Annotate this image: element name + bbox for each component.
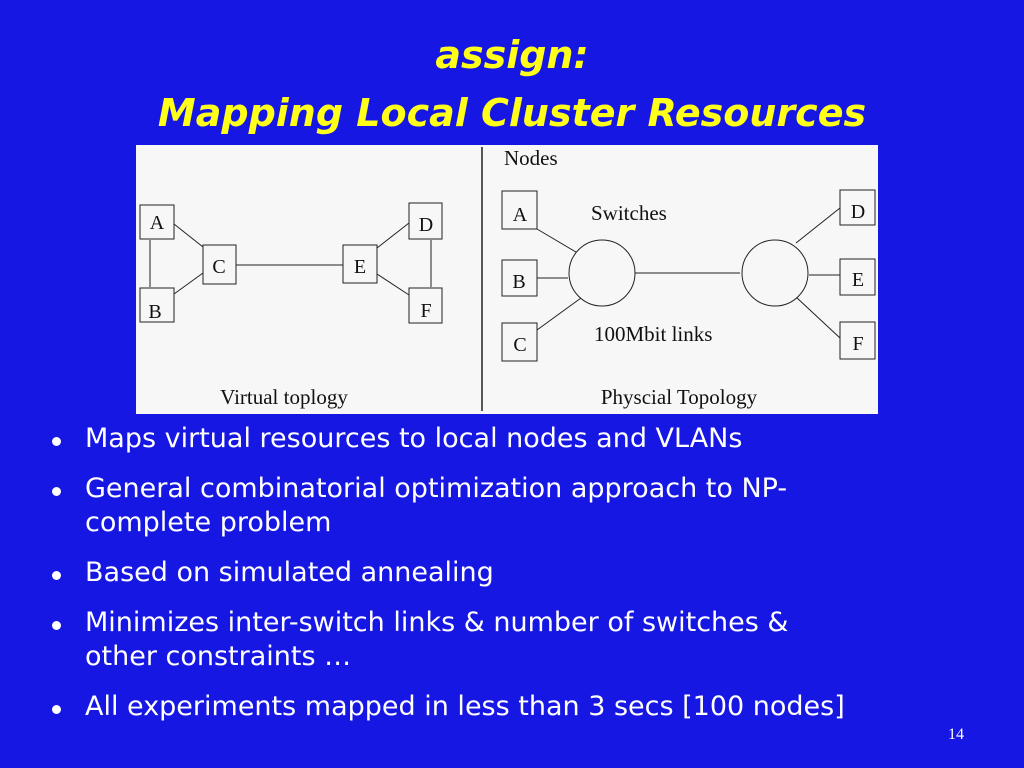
physical-node-f: F (839, 321, 876, 360)
switch-left (568, 239, 636, 307)
virtual-node-d-label: D (419, 214, 433, 236)
virtual-node-f: F (408, 287, 443, 324)
virtual-node-b-label: B (148, 301, 161, 323)
virtual-node-c-label: C (212, 256, 225, 278)
physical-node-c-label: C (513, 334, 526, 356)
physical-node-d-label: D (851, 201, 865, 223)
virtual-node-b: B (139, 287, 175, 323)
physical-link-d (795, 207, 841, 244)
bullet-dot-icon (52, 705, 61, 714)
virtual-topology-caption: Virtual toplogy (220, 385, 348, 409)
bullet-dot-icon (52, 571, 61, 580)
physical-node-b: B (501, 259, 538, 297)
physical-node-b-label: B (512, 271, 525, 293)
bullet-text: General combinatorial optimization appro… (85, 473, 788, 504)
virtual-link-b-c (173, 272, 204, 295)
bullet-item: Based on simulated annealing (46, 556, 946, 590)
virtual-node-e-label: E (354, 256, 366, 278)
bullet-dot-icon (52, 487, 61, 496)
virtual-link-e-f (376, 273, 410, 296)
topology-figure: A B C E D F Virtual toplogy Nodes Switch… (136, 145, 878, 414)
bullet-text: Maps virtual resources to local nodes an… (85, 423, 743, 454)
bullet-text: Minimizes inter-switch links & number of… (85, 607, 789, 638)
physical-node-c: C (501, 322, 538, 362)
page-number: 14 (948, 726, 964, 743)
physical-node-f-label: F (852, 333, 863, 355)
physical-node-e: E (839, 258, 876, 296)
virtual-node-c: C (202, 244, 237, 285)
bullet-text: All experiments mapped in less than 3 se… (85, 691, 845, 722)
virtual-node-a-label: A (150, 212, 165, 234)
bullet-text-continuation: complete problem (85, 507, 332, 538)
links-label: 100Mbit links (594, 322, 712, 346)
virtual-node-a: A (139, 204, 175, 240)
slide-title-line2: Mapping Local Cluster Resources (157, 91, 867, 135)
physical-node-a: A (501, 190, 538, 230)
bullet-item: General combinatorial optimization appro… (46, 472, 946, 540)
physical-topology-caption: Physcial Topology (601, 385, 758, 409)
physical-link-a (536, 228, 582, 256)
virtual-link-a-c (173, 223, 204, 248)
switch-right (741, 239, 809, 307)
switches-label: Switches (591, 201, 667, 225)
bullet-item: Minimizes inter-switch links & number of… (46, 606, 946, 674)
bullet-text-continuation: other constraints … (85, 641, 352, 672)
bullet-item: Maps virtual resources to local nodes an… (46, 422, 946, 456)
physical-links (536, 207, 841, 339)
bullet-text: Based on simulated annealing (85, 557, 494, 588)
bullet-dot-icon (52, 621, 61, 630)
physical-link-c (536, 297, 582, 331)
bullet-list: Maps virtual resources to local nodes an… (46, 422, 946, 740)
physical-node-a-label: A (513, 204, 528, 226)
virtual-link-e-d (376, 222, 410, 249)
slide-title-line1: assign: (435, 33, 589, 77)
physical-node-e-label: E (852, 269, 864, 291)
virtual-node-d: D (408, 202, 443, 240)
physical-node-d: D (839, 189, 876, 226)
virtual-node-f-label: F (420, 300, 431, 322)
physical-link-f (795, 296, 841, 339)
bullet-dot-icon (52, 437, 61, 446)
topology-diagram: A B C E D F Virtual toplogy Nodes Switch… (139, 146, 876, 411)
nodes-label: Nodes (504, 146, 558, 170)
virtual-node-e: E (342, 244, 378, 284)
bullet-item: All experiments mapped in less than 3 se… (46, 690, 946, 724)
virtual-topology (149, 222, 432, 296)
